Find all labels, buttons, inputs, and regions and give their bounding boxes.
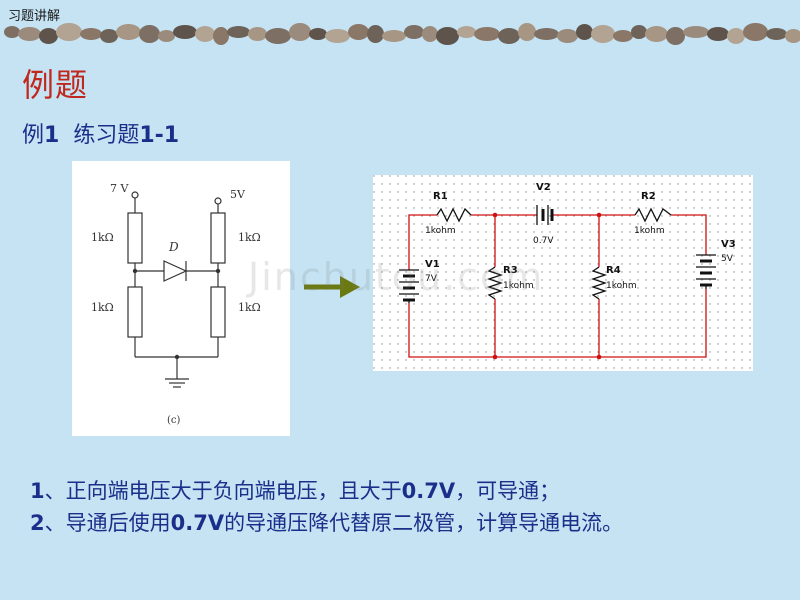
value-r4: 1kohm	[606, 281, 637, 291]
pebble	[382, 30, 406, 42]
label-5v: 5V	[230, 188, 246, 201]
pebble	[116, 24, 141, 40]
note-2-bold: 0.7V	[170, 511, 225, 535]
pebble	[474, 27, 500, 41]
pebble	[498, 28, 520, 44]
pebble	[39, 28, 58, 44]
pebble	[457, 26, 476, 38]
pebble	[743, 23, 768, 41]
figure-caption: (c)	[167, 415, 181, 426]
pebble	[309, 28, 327, 40]
pebble	[56, 23, 82, 41]
value-v2: 0.7V	[533, 236, 554, 246]
pebble	[518, 23, 536, 41]
label-r1: R1	[433, 191, 448, 202]
pebble	[576, 24, 593, 40]
pebble	[265, 28, 291, 44]
pebble	[591, 25, 615, 43]
slide-title: 例题	[22, 66, 89, 104]
header-label: 习题讲解	[8, 9, 61, 24]
diode-circuit-schematic: 7 V 5V 1kΩ 1kΩ 1kΩ 1kΩ D (c)	[91, 182, 261, 426]
note-1-index: 1	[30, 479, 45, 503]
pebble	[613, 30, 633, 42]
label-r-upper-left: 1kΩ	[91, 231, 114, 244]
subtitle-middle: 练习题	[59, 123, 140, 148]
subtitle-number: 1	[44, 123, 60, 148]
note-2-text-a: 、导通后使用	[44, 511, 171, 535]
label-r-lower-left: 1kΩ	[91, 301, 114, 314]
pebble	[367, 25, 384, 43]
note-1: 1、正向端电压大于负向端电压，且大于0.7V，可导通；	[30, 475, 560, 505]
pebble	[248, 27, 267, 41]
pebble	[173, 25, 197, 39]
pebble	[766, 28, 787, 40]
value-r3: 1kohm	[503, 281, 534, 291]
note-1-bold: 0.7V	[401, 479, 456, 503]
label-r4: R4	[606, 265, 621, 276]
note-1-text-b: ，可导通；	[455, 479, 561, 503]
pebble	[195, 26, 215, 42]
arrow-right-icon	[304, 276, 360, 298]
note-2: 2、导通后使用0.7V的导通压降代替原二极管，计算导通电流。	[30, 507, 623, 537]
slide-subtitle: 例1 练习题1-1	[22, 117, 179, 149]
label-r2: R2	[641, 191, 656, 202]
pebble	[80, 28, 102, 40]
pebble	[100, 29, 118, 43]
pebble	[534, 28, 559, 40]
label-r-lower-right: 1kΩ	[238, 301, 261, 314]
pebble	[404, 25, 424, 39]
pebble	[325, 29, 350, 43]
label-v3: V3	[721, 239, 736, 250]
subtitle-exercise-id: 1-1	[139, 123, 180, 148]
value-r1: 1kohm	[425, 226, 456, 236]
pebble	[289, 23, 311, 41]
pebble	[707, 27, 729, 41]
value-v3: 5V	[721, 254, 734, 264]
pebble	[18, 27, 41, 41]
label-7v: 7 V	[110, 182, 129, 195]
label-v1: V1	[425, 259, 440, 270]
pebble	[727, 28, 745, 44]
pebble	[645, 26, 668, 42]
pebble	[158, 30, 175, 42]
note-2-index: 2	[30, 511, 45, 535]
pebble	[422, 26, 438, 42]
label-r3: R3	[503, 265, 518, 276]
diode-circuit-figure: 7 V 5V 1kΩ 1kΩ 1kΩ 1kΩ D (c)	[72, 161, 290, 436]
note-1-text-a: 、正向端电压大于负向端电压，且大于	[44, 479, 402, 503]
pebble	[348, 24, 369, 40]
label-diode: D	[168, 240, 179, 254]
label-r-upper-right: 1kΩ	[238, 231, 261, 244]
pebble	[785, 29, 800, 43]
pebble	[683, 26, 709, 38]
label-v2: V2	[536, 182, 551, 193]
pebble	[631, 25, 647, 39]
pebble	[213, 27, 229, 45]
pebble	[227, 26, 250, 38]
value-v1: 7V	[425, 274, 438, 284]
equivalent-circuit-figure: R1 1kohm V2 0.7V R2 1kohm V3 5V V1 7V R3…	[373, 175, 753, 371]
subtitle-prefix: 例	[22, 123, 45, 148]
value-r2: 1kohm	[634, 226, 665, 236]
note-2-text-b: 的导通压降代替原二极管，计算导通电流。	[224, 511, 624, 535]
pebble	[666, 27, 685, 45]
stone-border-strip	[0, 22, 800, 46]
pebble	[436, 27, 459, 45]
pebble	[139, 25, 160, 43]
pebble	[4, 26, 20, 38]
pebble	[557, 29, 578, 43]
equivalent-circuit-schematic: R1 1kohm V2 0.7V R2 1kohm V3 5V V1 7V R3…	[373, 175, 753, 371]
